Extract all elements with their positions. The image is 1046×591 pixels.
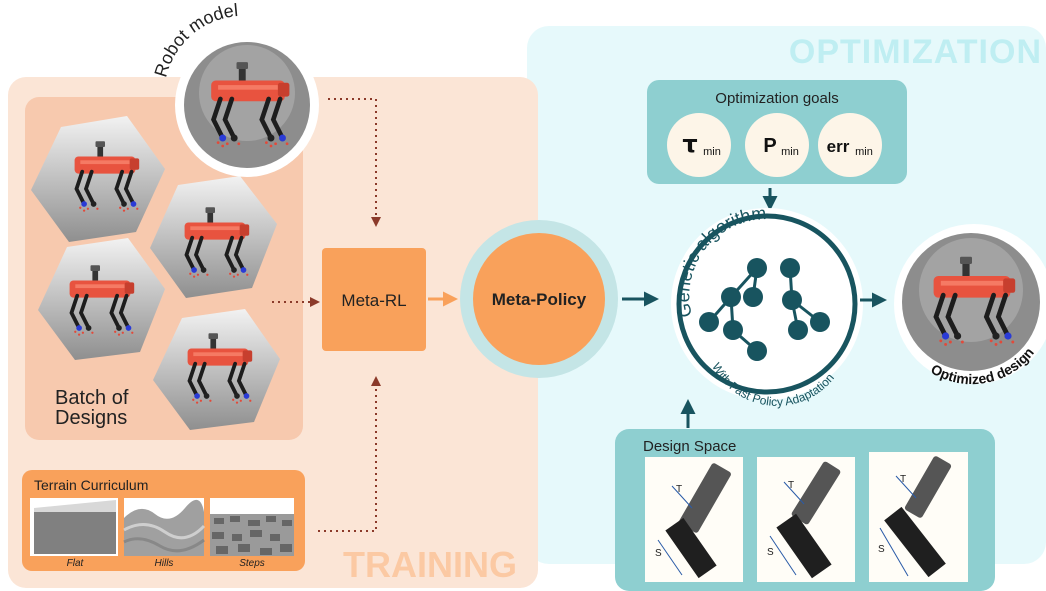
- optimization-goals-title: Optimization goals: [715, 90, 838, 107]
- terrain-curriculum: Terrain Curriculum Flat Hills Steps: [22, 470, 305, 571]
- robot-model: [175, 33, 319, 177]
- optimization-title: OPTIMIZATION: [789, 33, 1042, 71]
- svg-text:min: min: [703, 146, 721, 158]
- meta-policy-label: Meta-Policy: [492, 290, 587, 309]
- goal-error: err min: [818, 113, 882, 177]
- design-hexagon-4: [153, 309, 280, 430]
- svg-text:T: T: [900, 474, 906, 485]
- svg-text:S: S: [878, 544, 885, 555]
- svg-text:T: T: [676, 484, 682, 495]
- design-space-card-2: T S: [757, 457, 855, 582]
- terrain-label-hills: Hills: [155, 558, 174, 569]
- svg-text:S: S: [767, 547, 774, 558]
- design-space-title: Design Space: [643, 438, 736, 455]
- arrow-terrain-to-metarl: [318, 376, 381, 532]
- design-hexagon-3: [38, 238, 165, 360]
- svg-text:S: S: [655, 548, 662, 559]
- optimized-design: [894, 224, 1046, 384]
- terrain-label-steps: Steps: [239, 558, 265, 569]
- svg-text:T: T: [788, 480, 794, 491]
- meta-rl-label: Meta-RL: [341, 291, 406, 310]
- svg-text:min: min: [855, 146, 873, 158]
- tree-icon: [699, 258, 830, 361]
- design-hexagon-2: [150, 176, 277, 298]
- terrain-label-flat: Flat: [67, 558, 85, 569]
- design-hexagon-1: [31, 116, 165, 242]
- arrow-robot-to-metarl: [328, 98, 381, 227]
- svg-text:P: P: [763, 135, 776, 157]
- batch-label-line1: Batch of: [55, 387, 129, 409]
- svg-text:min: min: [781, 146, 799, 158]
- goal-power: P min: [745, 113, 809, 177]
- goal-torque: τ min: [667, 113, 731, 177]
- genetic-algorithm: [671, 208, 863, 400]
- design-space-card-1: T S: [645, 457, 743, 582]
- training-title: TRAINING: [343, 544, 517, 585]
- terrain-title: Terrain Curriculum: [34, 477, 148, 493]
- batch-label-line2: Designs: [55, 407, 127, 429]
- meta-rl-box: [322, 248, 426, 351]
- svg-text:err: err: [827, 137, 850, 156]
- svg-text:τ: τ: [682, 130, 697, 158]
- meta-policy: [460, 220, 618, 378]
- design-space-card-3: T S: [869, 452, 968, 582]
